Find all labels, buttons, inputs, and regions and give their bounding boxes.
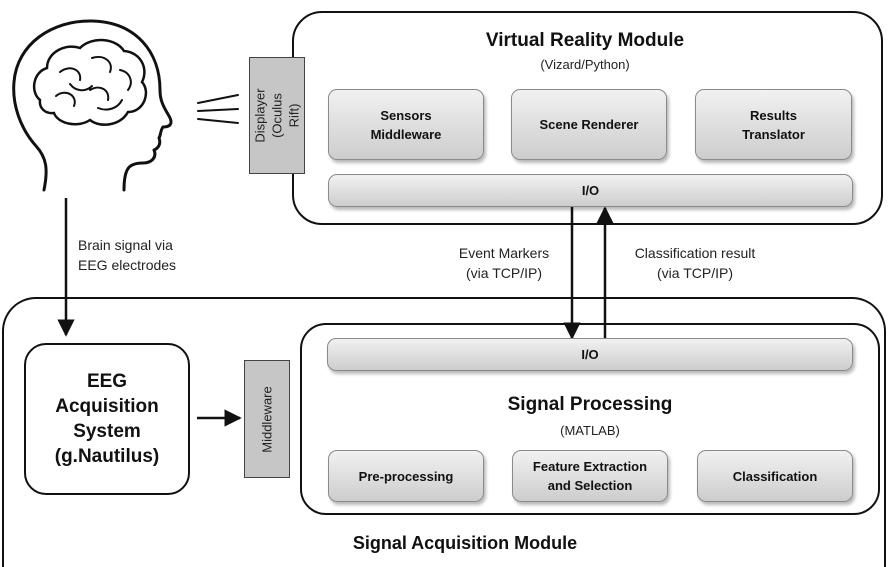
event-markers-note: Event Markers (via TCP/IP) [458, 245, 550, 281]
displayer-label-box: Displayer (Oculus Rift) [249, 57, 305, 174]
results-translator-box: Results Translator [695, 89, 852, 160]
sensors-middleware-box: Sensors Middleware [328, 89, 484, 160]
human-head-brain-icon [12, 19, 173, 192]
sp-io-bar: I/O [327, 338, 853, 371]
classification-label: Classification [732, 468, 818, 484]
middleware-label-box: Middleware [244, 360, 290, 478]
displayer-label: Displayer (Oculus Rift) [252, 88, 302, 143]
scene-renderer-label: Scene Renderer [539, 117, 639, 132]
signal-processing-title: Signal Processing [507, 394, 673, 415]
signal-acquisition-module-title: Signal Acquisition Module [352, 533, 578, 553]
feature-extraction-label: Feature Extraction and Selection [532, 459, 648, 493]
scene-renderer-box: Scene Renderer [511, 89, 667, 160]
results-translator-label: Results Translator [742, 107, 805, 142]
vr-io-label: I/O [581, 183, 600, 198]
eeg-acquisition-system-box: EEG Acquisition System (g.Nautilus) [24, 343, 190, 495]
pre-processing-label: Pre-processing [358, 468, 454, 484]
vr-module-subtitle: (Vizard/Python) [540, 57, 630, 72]
middleware-label: Middleware [259, 385, 275, 453]
signal-processing-subtitle: (MATLAB) [560, 423, 620, 438]
classification-result-note: Classification result (via TCP/IP) [634, 245, 756, 281]
sensors-middleware-label: Sensors Middleware [370, 107, 442, 142]
vr-io-bar: I/O [328, 174, 853, 207]
eeg-acquisition-system-label: EEG Acquisition System (g.Nautilus) [54, 371, 160, 467]
signal-waves-icon [197, 94, 239, 124]
sp-io-label: I/O [581, 347, 599, 362]
brain-signal-note: Brain signal via EEG electrodes [78, 237, 177, 273]
feature-extraction-box: Feature Extraction and Selection [512, 450, 668, 502]
classification-box: Classification [697, 450, 853, 502]
pre-processing-box: Pre-processing [328, 450, 484, 502]
vr-module-title: Virtual Reality Module [485, 30, 685, 51]
